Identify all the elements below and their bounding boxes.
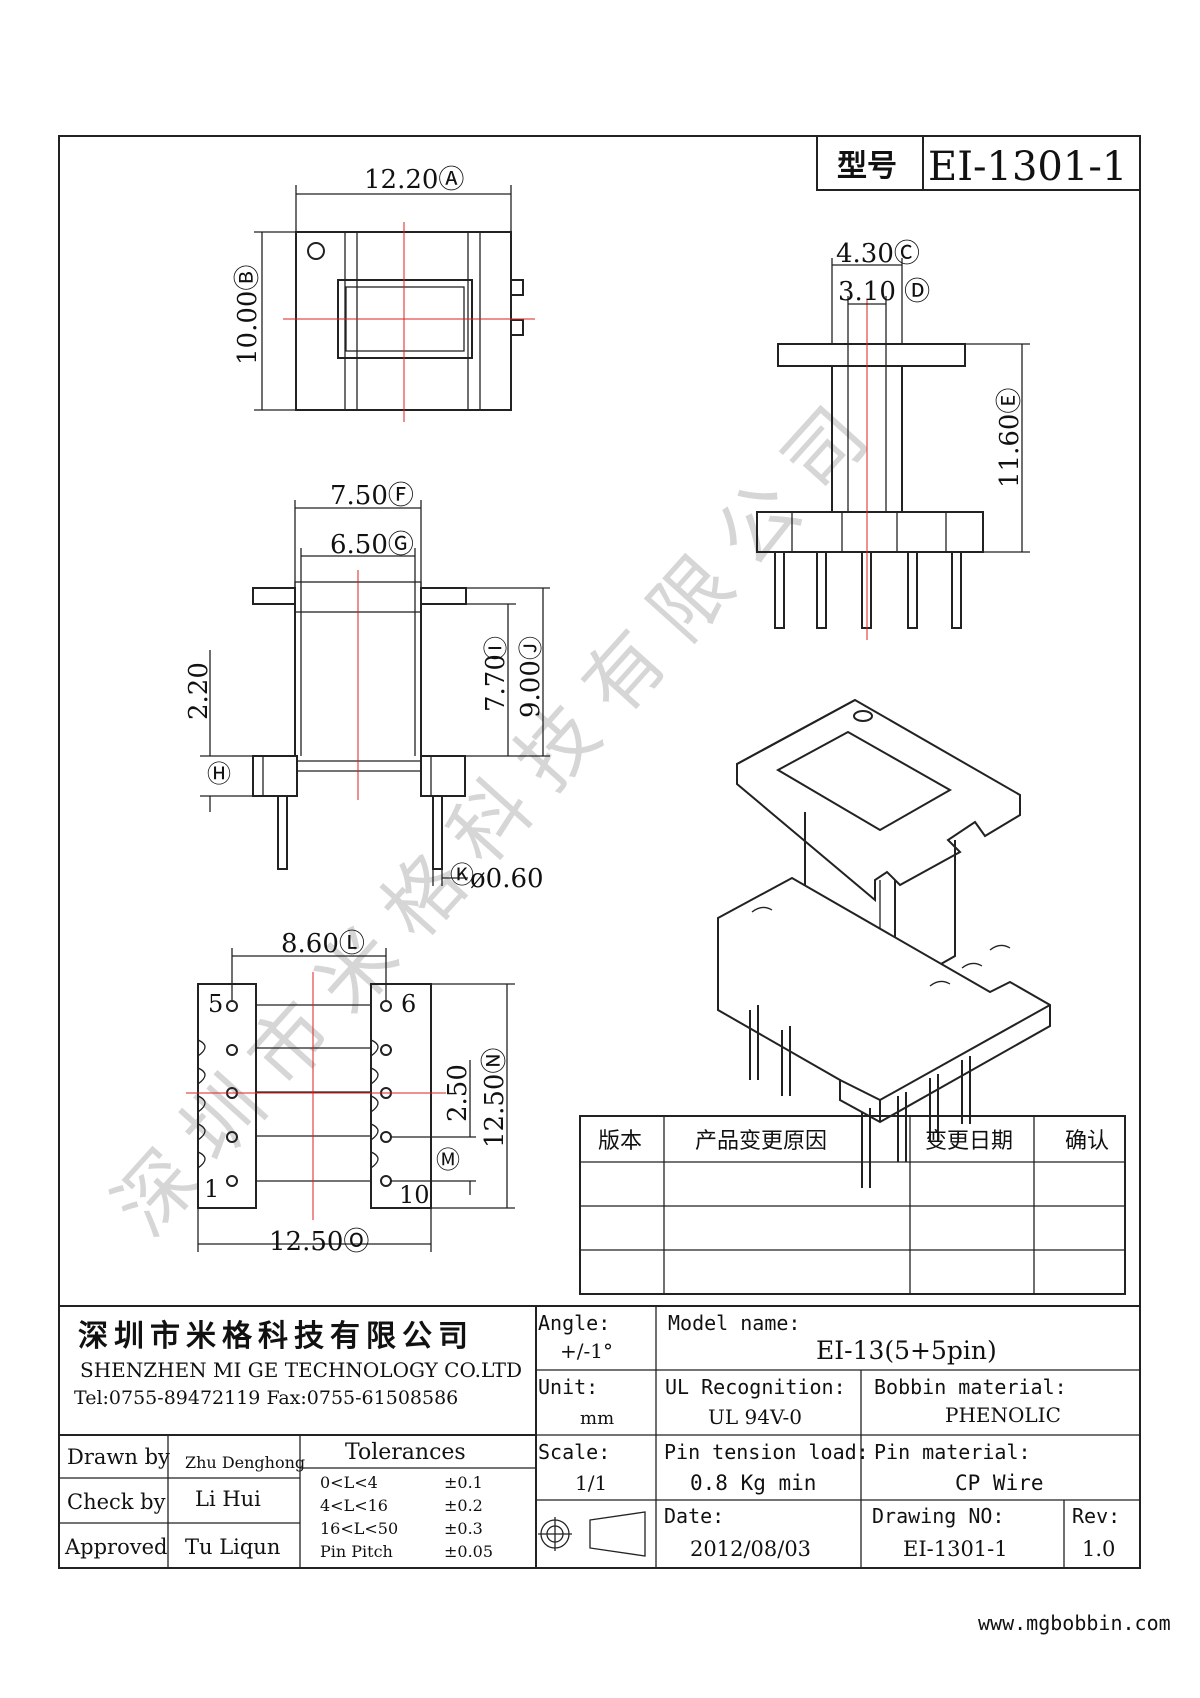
pin-5: 5: [208, 990, 223, 1018]
approved-value: Tu Liqun: [185, 1535, 280, 1559]
angle-label: Angle:: [538, 1311, 610, 1335]
website: www.mgbobbin.com: [978, 1611, 1171, 1635]
dim-O: 12.50Ⓞ: [269, 1227, 369, 1257]
check-by-label: Check by: [67, 1490, 166, 1514]
model-label: 型号: [837, 149, 897, 184]
tol-range-2: 4<L<16: [320, 1496, 388, 1515]
ul-label: UL Recognition:: [665, 1375, 846, 1399]
rev-header-version: 版本: [598, 1129, 642, 1154]
dim-F: 7.50Ⓕ: [330, 481, 414, 511]
pin-tension-value: 0.8 Kg min: [690, 1471, 816, 1495]
isometric-view: [717, 698, 1051, 1188]
dim-L: 8.60Ⓛ: [281, 929, 365, 959]
tol-value-4: ±0.05: [444, 1542, 493, 1561]
dim-C: 4.30Ⓒ: [836, 239, 920, 269]
dim-G: 6.50Ⓖ: [330, 530, 414, 560]
tol-value-3: ±0.3: [444, 1519, 483, 1538]
dim-M-value: 2.50: [443, 1064, 473, 1122]
dim-M-letter: Ⓜ: [436, 1146, 460, 1174]
tol-range-3: 16<L<50: [320, 1519, 398, 1538]
company-en: SHENZHEN MI GE TECHNOLOGY CO.LTD: [80, 1358, 522, 1382]
pin-material-label: Pin material:: [874, 1440, 1031, 1464]
projection-symbol-icon: [538, 1511, 646, 1557]
drawing-frame: [58, 135, 1141, 1569]
dim-I-value: 7.70: [481, 654, 511, 712]
drawing-no-value: EI-1301-1: [903, 1537, 1008, 1561]
angle-value: +/-1°: [560, 1339, 613, 1363]
rev-value: 1.0: [1082, 1537, 1115, 1561]
bobbin-value: PHENOLIC: [945, 1403, 1061, 1427]
tol-value-1: ±0.1: [444, 1473, 483, 1492]
scale-value: 1/1: [575, 1471, 607, 1495]
front-view: 7.50Ⓕ 6.50Ⓖ 7.70 Ⓘ 9.00 Ⓙ 2.20 Ⓗ Ⓚ ø0.60: [184, 481, 550, 894]
company-cn: 深圳市米格科技有限公司: [78, 1319, 474, 1354]
pin-6: 6: [401, 990, 416, 1018]
scale-label: Scale:: [538, 1440, 610, 1464]
bobbin-label: Bobbin material:: [874, 1375, 1067, 1399]
top-view: 12.20Ⓐ 10.00Ⓑ: [233, 165, 535, 422]
drawing-no-label: Drawing NO:: [872, 1504, 1004, 1528]
dim-H-value: 2.20: [184, 662, 214, 720]
dim-D: 3.10 Ⓓ: [838, 277, 930, 307]
dim-A: 12.20Ⓐ: [364, 165, 464, 195]
dim-J-letter: Ⓙ: [517, 636, 545, 660]
tolerances-label: Tolerances: [345, 1440, 466, 1465]
tol-range-4: Pin Pitch: [320, 1542, 393, 1561]
dim-E: 11.60Ⓔ: [995, 388, 1025, 488]
ul-value: UL 94V-0: [708, 1405, 802, 1429]
pin-view: 5 6 1 10 8.60Ⓛ 12.50Ⓝ 2.50 Ⓜ 12.50Ⓞ: [186, 929, 515, 1257]
unit-value: mm: [580, 1408, 614, 1429]
revision-table: 版本 产品变更原因 变更日期 确认: [579, 1115, 1126, 1295]
side-view: 4.30Ⓒ 3.10 Ⓓ 11.60Ⓔ: [756, 239, 1030, 640]
check-by-value: Li Hui: [195, 1487, 261, 1511]
model-box: 型号 EI-1301-1: [816, 135, 1141, 191]
unit-label: Unit:: [538, 1375, 598, 1399]
tol-value-2: ±0.2: [444, 1496, 483, 1515]
pin-10: 10: [399, 1181, 430, 1209]
model-value: EI-1301-1: [928, 144, 1127, 190]
rev-header-reason: 产品变更原因: [695, 1129, 827, 1154]
approved-label: Approved: [64, 1535, 167, 1559]
pin-tension-label: Pin tension load:: [664, 1440, 869, 1464]
dim-K-letter: Ⓚ: [450, 861, 474, 889]
drawn-by-label: Drawn by: [67, 1445, 170, 1469]
date-label: Date:: [664, 1504, 724, 1528]
date-value: 2012/08/03: [690, 1537, 811, 1561]
dim-H-letter: Ⓗ: [207, 760, 231, 788]
rev-label: Rev:: [1072, 1504, 1120, 1528]
dim-J-value: 9.00: [516, 660, 546, 718]
tol-range-1: 0<L<4: [320, 1473, 378, 1492]
model-name-value: EI-13(5+5pin): [816, 1336, 997, 1365]
title-block: 深圳市米格科技有限公司 SHENZHEN MI GE TECHNOLOGY CO…: [59, 1305, 1140, 1568]
rev-header-confirm: 确认: [1065, 1129, 1109, 1154]
rev-header-date: 变更日期: [925, 1129, 1013, 1154]
dim-N: 12.50Ⓝ: [480, 1048, 510, 1148]
drawn-by-value: Zhu Denghong: [185, 1453, 305, 1472]
pin-1: 1: [204, 1175, 219, 1203]
pin-material-value: CP Wire: [955, 1471, 1044, 1495]
model-name-label: Model name:: [668, 1311, 800, 1335]
dim-K-value: ø0.60: [470, 864, 544, 894]
dim-B: 10.00Ⓑ: [233, 265, 263, 365]
dim-I-letter: Ⓘ: [482, 636, 510, 660]
company-contact: Tel:0755-89472119 Fax:0755-61508586: [74, 1387, 458, 1409]
